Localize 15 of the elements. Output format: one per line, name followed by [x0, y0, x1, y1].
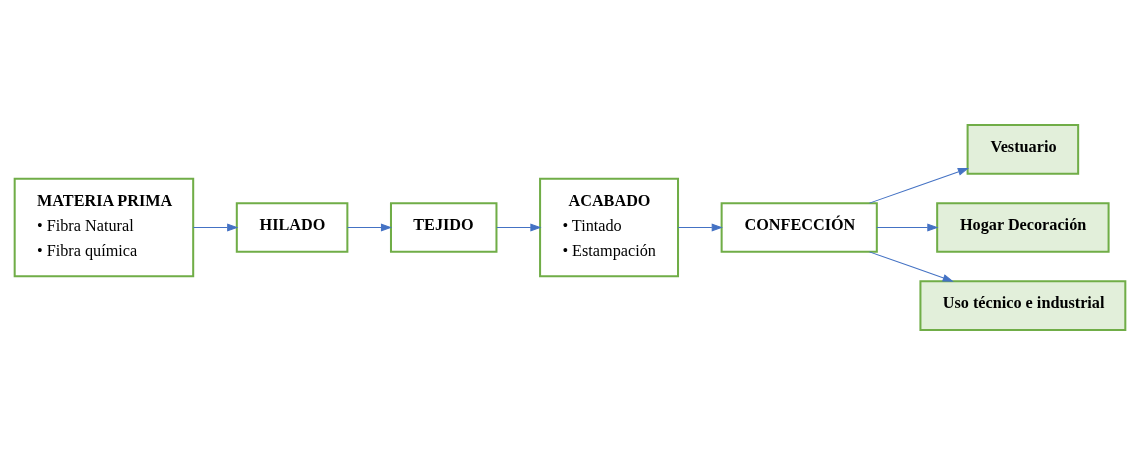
node-box: HILADO — [235, 202, 349, 253]
arrow — [677, 223, 723, 232]
arrow — [868, 168, 969, 204]
node-box: Uso técnico e industrial — [919, 280, 1127, 331]
node-box: TEJIDO — [389, 202, 498, 253]
arrow — [347, 223, 393, 232]
arrow — [496, 223, 542, 232]
arrow — [876, 223, 939, 232]
arrow — [868, 251, 954, 282]
node-box: Vestuario — [966, 124, 1080, 175]
arrow — [192, 223, 239, 232]
node-box: Hogar Decoración — [936, 202, 1110, 253]
node-box: MATERIA PRIMA • Fibra Natural • Fibra química — [13, 177, 195, 278]
node-box: ACABADO • Tintado • Estampación — [539, 177, 680, 278]
node-box: CONFECCIÓN — [720, 202, 878, 253]
